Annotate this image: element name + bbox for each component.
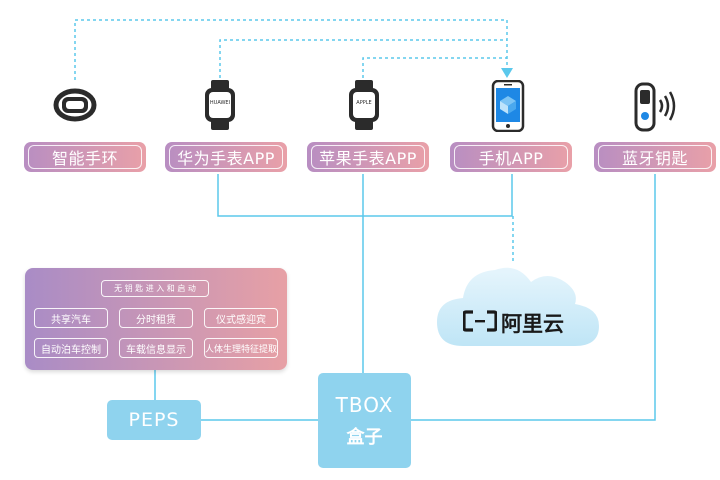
smart-band-icon — [52, 86, 98, 124]
peps-box: PEPS — [107, 400, 201, 440]
huawei-watch-icon: HUAWEI — [203, 80, 237, 130]
bluetooth-key-label-pill: 蓝牙钥匙 — [594, 142, 716, 172]
apple-watch-icon: APPLE — [347, 80, 381, 130]
dashed-line-band — [74, 19, 508, 80]
feature-item-label: 共享汽车 — [51, 314, 91, 326]
features-title: 无 钥 匙 进 入 和 启 动 — [101, 280, 209, 297]
tbox-sublabel: 盒子 — [346, 426, 383, 448]
feature-item-label: 自动泊车控制 — [41, 344, 101, 356]
cloud-shape: 阿里云 — [433, 258, 603, 350]
feature-item-label: 人体生理特征提取 — [205, 344, 278, 355]
feature-item: 车载信息显示 — [119, 338, 193, 358]
feature-item: 人体生理特征提取 — [204, 338, 278, 358]
huawei-watch-text: HUAWEI — [209, 100, 231, 106]
features-panel: 无 钥 匙 进 入 和 启 动 共享汽车 分时租赁 仪式感迎宾 自动泊车控制 车… — [25, 268, 287, 370]
dashed-line-apple — [362, 57, 507, 78]
feature-item: 自动泊车控制 — [34, 338, 108, 358]
cloud-label: 阿里云 — [501, 312, 564, 336]
line-key-to-tbox — [410, 174, 656, 421]
line-apps-bus — [217, 174, 513, 217]
dashed-line-huawei — [219, 39, 507, 78]
apple-watch-text: APPLE — [356, 100, 372, 106]
feature-item-label: 仪式感迎宾 — [216, 314, 266, 326]
phone-icon — [491, 79, 525, 133]
feature-item: 仪式感迎宾 — [204, 308, 278, 328]
phone-app-label-pill: 手机APP — [450, 142, 572, 172]
huawei-app-label: 华为手表APP — [177, 149, 275, 168]
tbox-box: TBOX 盒子 — [318, 373, 411, 468]
band-label: 智能手环 — [51, 149, 118, 168]
bluetooth-key-icon — [632, 82, 684, 132]
phone-app-label: 手机APP — [478, 149, 544, 168]
band-label-pill: 智能手环 — [24, 142, 146, 172]
apple-app-label-pill: 苹果手表APP — [307, 142, 429, 172]
aliyun-logo-icon — [462, 310, 498, 332]
feature-item-label: 分时租赁 — [136, 314, 176, 326]
apple-app-label: 苹果手表APP — [319, 149, 417, 168]
tbox-label: TBOX — [335, 392, 394, 417]
feature-item-label: 车载信息显示 — [126, 344, 186, 356]
peps-label: PEPS — [128, 409, 180, 431]
arrow-head-phone — [501, 68, 513, 78]
feature-item: 分时租赁 — [119, 308, 193, 328]
feature-item: 共享汽车 — [34, 308, 108, 328]
features-title-text: 无 钥 匙 进 入 和 启 动 — [114, 284, 196, 293]
bluetooth-key-label: 蓝牙钥匙 — [621, 149, 688, 168]
huawei-app-label-pill: 华为手表APP — [165, 142, 287, 172]
